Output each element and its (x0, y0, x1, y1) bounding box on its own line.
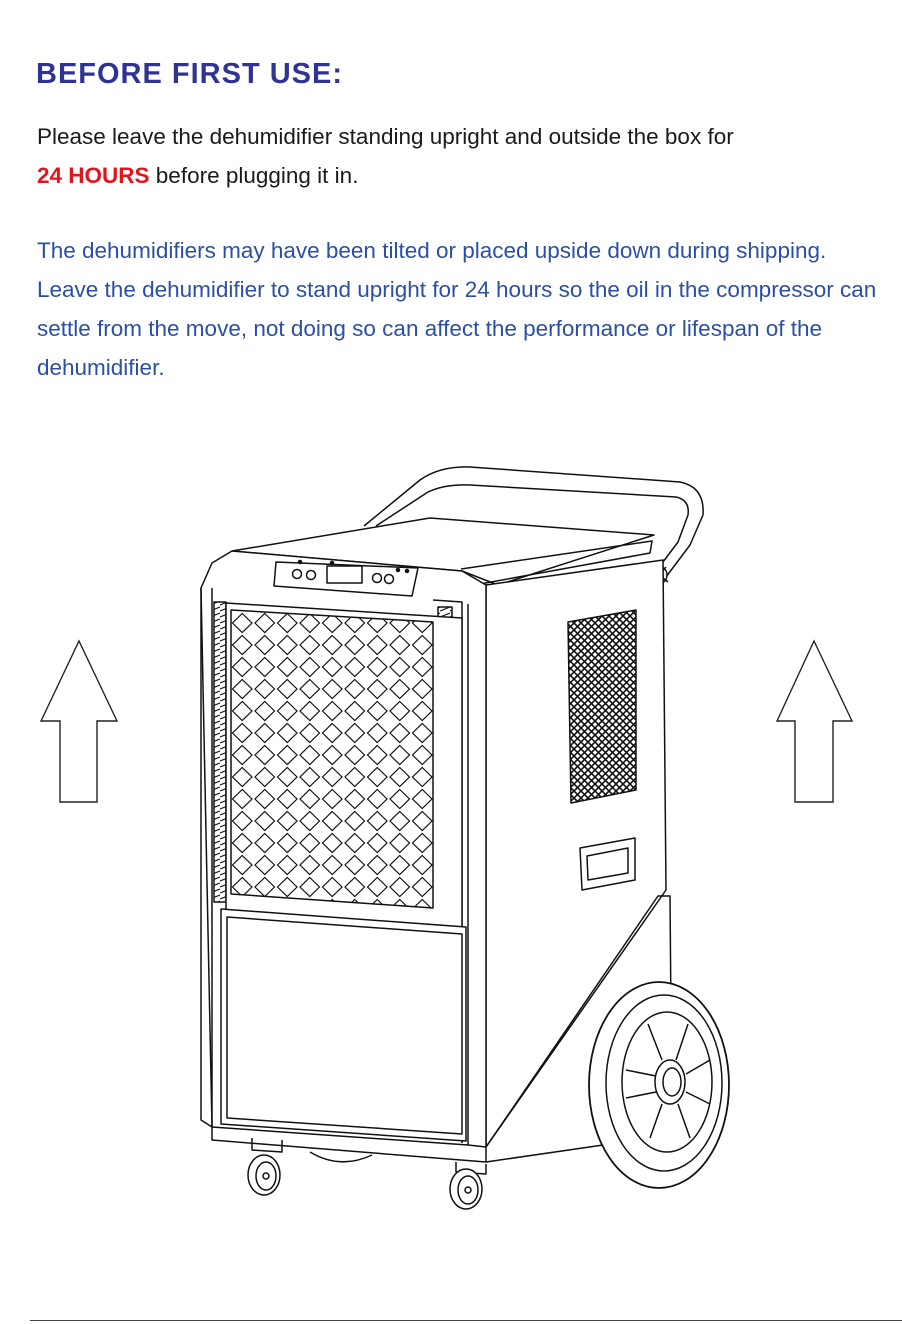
instruction-paragraph: Please leave the dehumidifier standing u… (37, 117, 887, 195)
page-divider (30, 1320, 902, 1321)
section-heading: BEFORE FIRST USE: (36, 58, 344, 90)
duration-highlight: 24 HOURS (37, 163, 150, 188)
dehumidifier-illustration (200, 466, 730, 1210)
explanation-paragraph: The dehumidifiers may have been tilted o… (37, 238, 877, 380)
instruction-text-end: before plugging it in. (149, 163, 359, 188)
up-arrow-icon (775, 639, 854, 803)
instruction-text: Please leave the dehumidifier standing u… (37, 124, 734, 149)
up-arrow-icon (39, 639, 119, 803)
illustration-area (39, 466, 854, 1210)
